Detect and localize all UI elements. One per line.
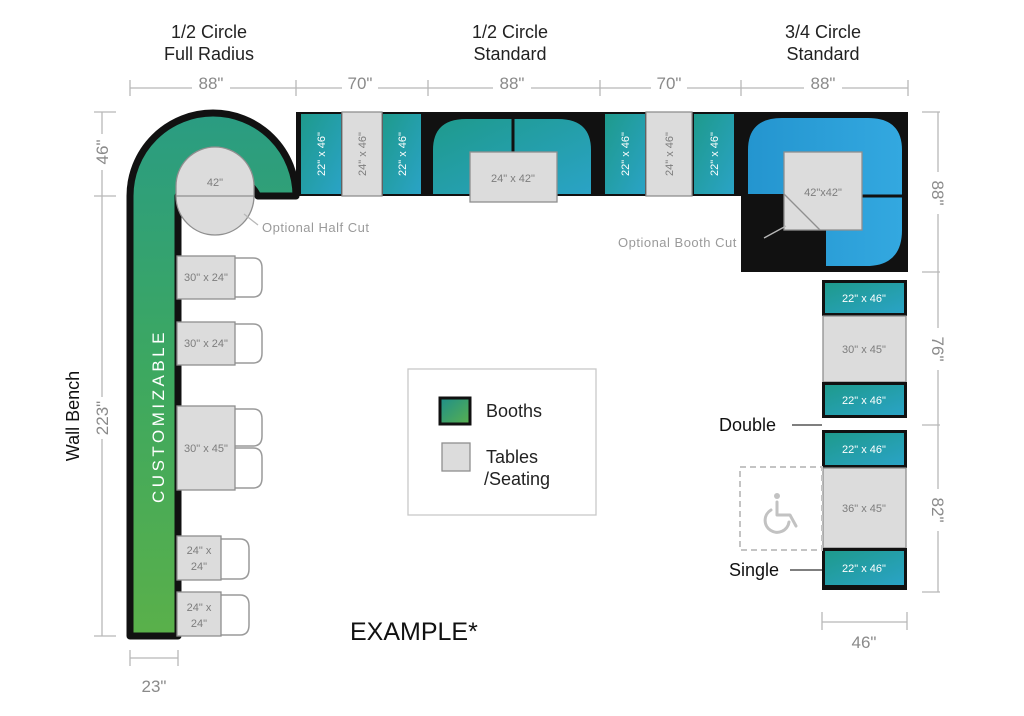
legend-box <box>407 368 597 516</box>
dim-right-top: 88" <box>928 181 947 206</box>
left-table-2-label: 30" x 24" <box>184 338 228 350</box>
left-table-3: 30" x 45" <box>176 405 263 491</box>
table-top-c <box>645 111 693 197</box>
table-top-c-label: 24" x 46" <box>664 132 676 176</box>
booth-right-1 <box>825 283 904 313</box>
dim-top-4: 70" <box>657 74 682 93</box>
booth-top-3-label: 22" x 46" <box>620 132 632 176</box>
table-top-b-label: 24" x 42" <box>491 173 535 185</box>
three-quarter-circle-booth <box>748 118 902 266</box>
left-table-5-label-line2: 24" <box>191 618 207 630</box>
booth-single-top-4 <box>694 114 734 194</box>
dim-left-main: 223" <box>93 401 112 435</box>
half-cut-note: Optional Half Cut <box>262 220 370 235</box>
booth-single-top-2 <box>383 114 421 194</box>
corner-table <box>783 151 863 231</box>
single-label: Single <box>729 560 779 580</box>
customizable-label: CUSTOMIZABLE <box>149 329 168 503</box>
dim-bottom-right: 46" <box>852 633 877 652</box>
table-top-b <box>469 151 558 203</box>
header-full-radius-line1: 1/2 Circle <box>171 22 247 42</box>
left-table-1-label: 30" x 24" <box>184 272 228 284</box>
table-top-a-label: 24" x 46" <box>357 132 369 176</box>
booth-right-2 <box>825 385 904 415</box>
left-table-5: 24" x 24" <box>176 591 250 637</box>
booth-right-3 <box>825 433 904 465</box>
double-label: Double <box>719 415 776 435</box>
left-table-4: 24" x 24" <box>176 535 250 581</box>
dim-top-5: 88" <box>811 74 836 93</box>
legend-tables-line1: Tables <box>486 447 538 467</box>
booth-top-1-label: 22" x 46" <box>316 132 328 176</box>
booth-right-4-label: 22" x 46" <box>842 563 886 575</box>
table-top-a <box>341 111 383 197</box>
booth-right-1-label: 22" x 46" <box>842 293 886 305</box>
round-table <box>175 146 255 236</box>
header-half-standard-line1: 1/2 Circle <box>472 22 548 42</box>
legend-booths-label: Booths <box>486 401 542 421</box>
half-circle-standard-booth <box>433 119 591 194</box>
left-table-5-label-line1: 24" x <box>187 602 212 614</box>
left-table-4-label-line2: 24" <box>191 561 207 573</box>
bottom-right-dimension-lines <box>821 612 908 630</box>
booth-single-top-1 <box>301 114 341 194</box>
booth-cut-note: Optional Booth Cut <box>618 235 737 250</box>
wall-bench-label: Wall Bench <box>63 371 83 461</box>
dim-left-top: 46" <box>93 140 112 165</box>
booth-right-4 <box>825 551 904 585</box>
example-label: EXAMPLE* <box>350 618 478 646</box>
left-table-4-label-line1: 24" x <box>187 545 212 557</box>
legend-tables-line2: /Seating <box>484 469 550 489</box>
dim-bottom-left: 23" <box>142 677 167 696</box>
table-right-1-label: 30" x 45" <box>842 344 886 356</box>
bottom-left-dimension-lines <box>129 650 179 666</box>
round-table-label: 42" <box>207 177 223 189</box>
header-full-radius-line2: Full Radius <box>164 44 254 64</box>
left-table-2: 30" x 24" <box>176 321 263 366</box>
corner-table-label: 42"x42" <box>804 187 842 199</box>
header-three-quarter-line1: 3/4 Circle <box>785 22 861 42</box>
booth-right-3-label: 22" x 46" <box>842 444 886 456</box>
wheelchair-icon <box>763 493 798 534</box>
left-table-3-label: 30" x 45" <box>184 443 228 455</box>
booth-right-2-label: 22" x 46" <box>842 395 886 407</box>
header-half-standard-line2: Standard <box>473 44 546 64</box>
booth-single-top-3 <box>605 114 645 194</box>
table-right-2-label: 36" x 45" <box>842 503 886 515</box>
dim-top-3: 88" <box>500 74 525 93</box>
dim-top-1: 88" <box>199 74 224 93</box>
legend-booth-swatch <box>438 396 472 426</box>
left-table-1: 30" x 24" <box>176 255 263 300</box>
dim-top-2: 70" <box>348 74 373 93</box>
dim-right-mid: 76" <box>928 337 947 362</box>
accessible-seating-zone <box>739 466 823 551</box>
dim-right-low: 82" <box>928 498 947 523</box>
left-dimension-lines <box>94 111 116 637</box>
booth-top-4-label: 22" x 46" <box>709 132 721 176</box>
header-three-quarter-line2: Standard <box>786 44 859 64</box>
legend-table-swatch <box>441 442 471 472</box>
table-right-1 <box>822 315 907 383</box>
booth-top-2-label: 22" x 46" <box>397 132 409 176</box>
